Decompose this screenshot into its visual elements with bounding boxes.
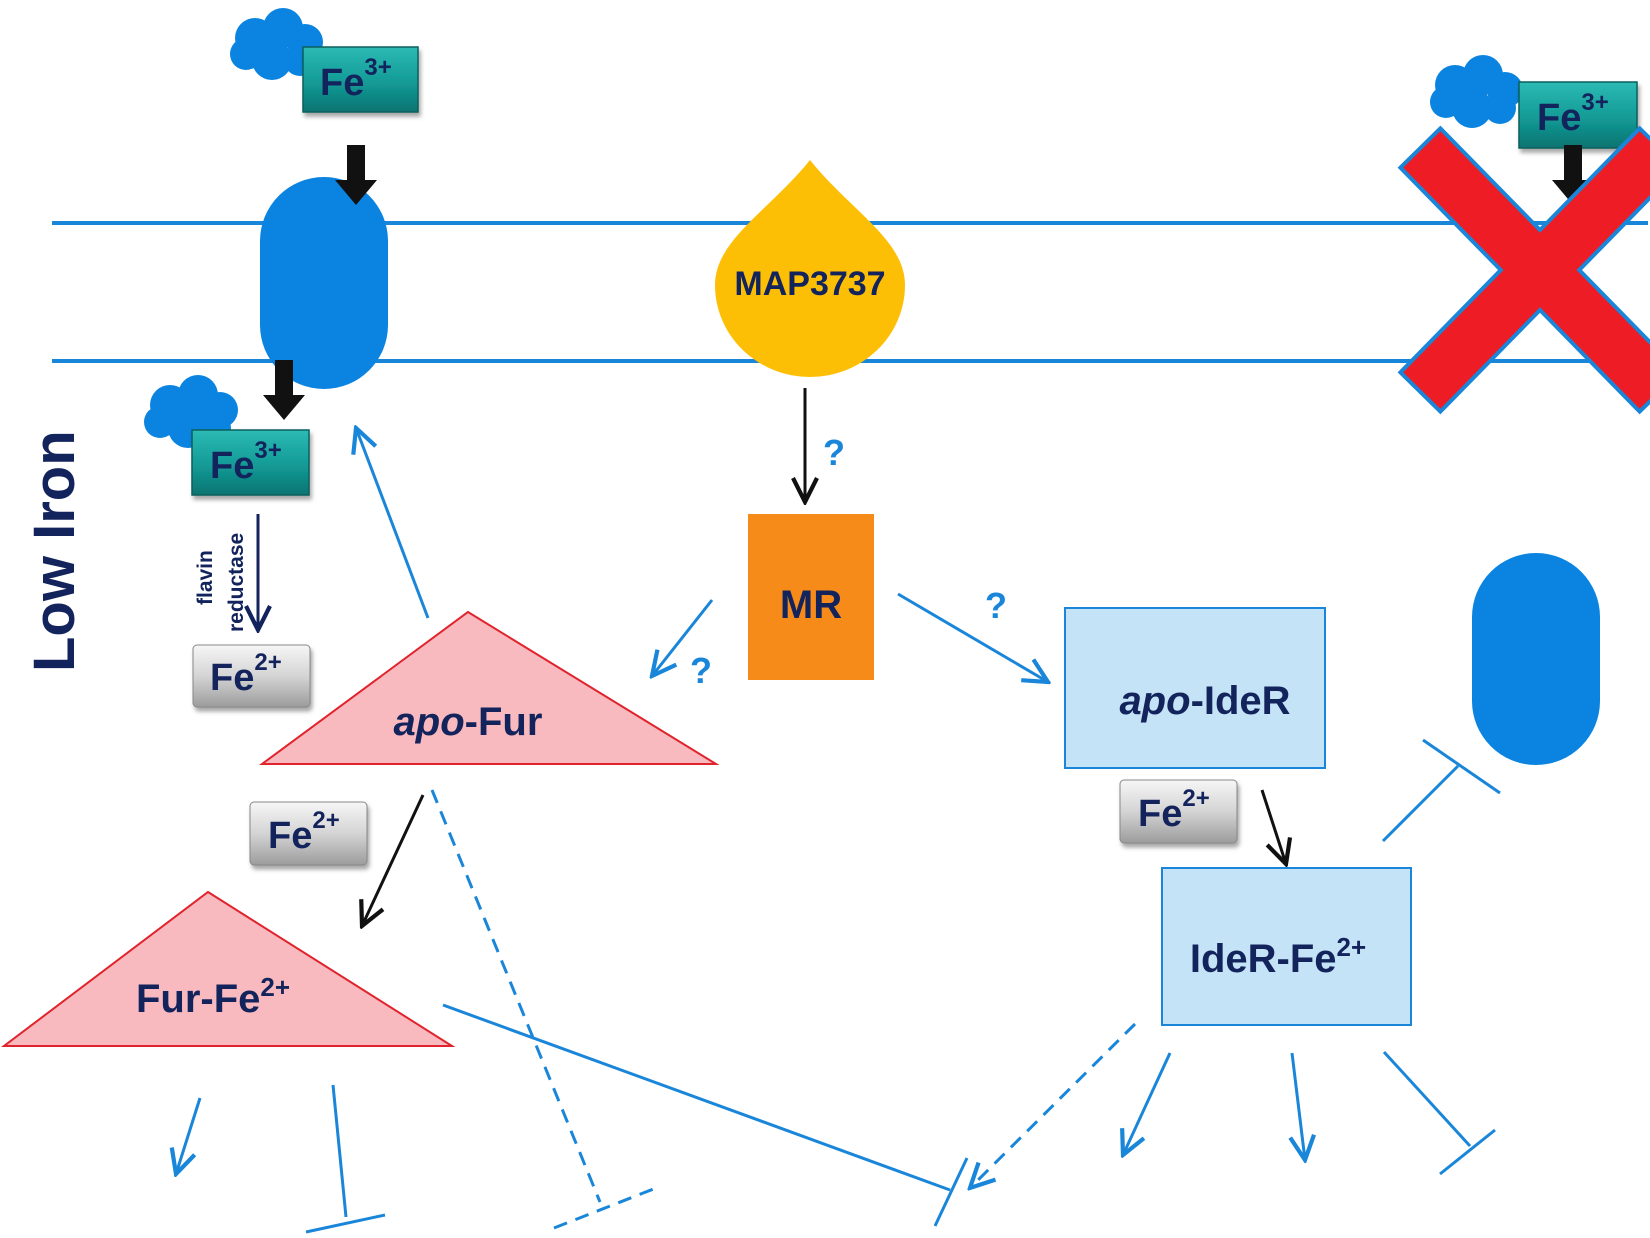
svg-text:apo-Fur: apo-Fur	[394, 700, 543, 744]
siderophore-cloud-cytoplasm	[144, 375, 238, 448]
unknown-mark-mr-ider: ?	[985, 585, 1007, 626]
svg-text:Fur-Fe2+: Fur-Fe2+	[136, 972, 290, 1021]
enzyme-label-flavin: flavin	[194, 550, 217, 605]
fe3-ion-top-left: Fe3+	[302, 46, 419, 113]
mr-label: MR	[780, 583, 842, 627]
unknown-mark-mr-fur: ?	[690, 650, 712, 691]
svg-text:Fe2+: Fe2+	[210, 649, 282, 699]
apo-ider-protein: apo-IdeR	[1064, 607, 1326, 769]
unknown-mark-map-mr: ?	[823, 432, 845, 473]
fe3-label: Fe	[210, 445, 254, 487]
fe3-superscript: 3+	[364, 54, 391, 81]
fe3-superscript: 3+	[254, 437, 281, 464]
svg-text:Fe3+: Fe3+	[320, 54, 392, 104]
map3737-label: MAP3737	[734, 265, 885, 303]
svg-text:Fe2+: Fe2+	[1138, 785, 1210, 835]
fe2-label: Fe	[210, 657, 254, 699]
ider-fe-activation-arrow-2	[1292, 1052, 1305, 1160]
fur-fe-superscript: 2+	[260, 972, 290, 1002]
fur-fe-protein: Fur-Fe2+	[1, 890, 456, 1047]
repressed-transporter	[1472, 553, 1600, 765]
ider-fe-dashed-activation	[970, 1022, 1137, 1188]
fe2-ion-ider: Fe2+	[1119, 779, 1238, 844]
blocked-cross-icon	[1397, 125, 1650, 415]
apo-fur-dashed-inhibition	[430, 789, 657, 1230]
fe3-superscript: 3+	[1581, 89, 1608, 116]
apo-fur-to-fur-fe-arrow	[362, 794, 425, 926]
svg-text:Fe3+: Fe3+	[1537, 89, 1609, 139]
fe3-label: Fe	[320, 62, 364, 104]
mr-to-apo-ider-arrow	[897, 592, 1048, 682]
fe2-superscript: 2+	[254, 649, 281, 676]
apo-ider-name: -IdeR	[1191, 679, 1291, 723]
svg-text:apo-IdeR: apo-IdeR	[1119, 679, 1290, 723]
fe2-superscript: 2+	[1182, 785, 1209, 812]
condition-label: Low Iron	[22, 430, 87, 672]
fe2-ion-fur: Fe2+	[249, 801, 368, 866]
fur-fe-label: Fur-Fe	[136, 977, 260, 1021]
fur-fe-repression	[305, 1084, 386, 1234]
ider-fe-repression	[1382, 1050, 1496, 1176]
fe3-ion-cytoplasm: Fe3+	[191, 429, 310, 496]
apo-fur-protein: apo-Fur	[258, 610, 720, 765]
svg-text:Fe3+: Fe3+	[210, 437, 282, 487]
import-arrow-outer	[335, 145, 377, 205]
fe2-superscript: 2+	[312, 807, 339, 834]
ider-fe-label: IdeR-Fe	[1190, 937, 1337, 981]
fur-fe-to-target-repression	[442, 1003, 969, 1227]
membrane-transporter	[260, 177, 388, 389]
fur-fe-activation-arrow	[176, 1097, 202, 1174]
svg-text:Fe2+: Fe2+	[268, 807, 340, 857]
apo-fur-name: -Fur	[465, 700, 543, 744]
apo-ider-prefix: apo	[1119, 679, 1190, 723]
fe3-ion-top-right: Fe3+	[1518, 81, 1638, 149]
fe3-label: Fe	[1537, 97, 1581, 139]
mr-to-apo-fur-arrow	[652, 599, 714, 676]
mr-protein: MR	[748, 514, 874, 680]
ider-fe-activation-arrow-1	[1123, 1052, 1172, 1155]
fe2-label: Fe	[1138, 793, 1182, 835]
fe2-ion-reduced: Fe2+	[192, 644, 311, 708]
import-arrow-inner	[263, 360, 305, 420]
apo-ider-to-ider-fe-arrow	[1260, 789, 1286, 864]
ider-fe-superscript: 2+	[1337, 932, 1367, 962]
fe2-label: Fe	[268, 815, 312, 857]
siderophore-cloud-top-right	[1430, 55, 1523, 128]
enzyme-label-reductase: reductase	[225, 533, 248, 632]
svg-text:IdeR-Fe2+: IdeR-Fe2+	[1190, 932, 1366, 981]
ider-fe-to-transporter-repression	[1381, 738, 1501, 843]
apo-fur-to-transporter-arrow	[356, 428, 430, 619]
apo-fur-prefix: apo	[394, 700, 465, 744]
ider-fe-protein: IdeR-Fe2+	[1161, 867, 1412, 1026]
map3737-protein: MAP3737	[715, 160, 905, 377]
